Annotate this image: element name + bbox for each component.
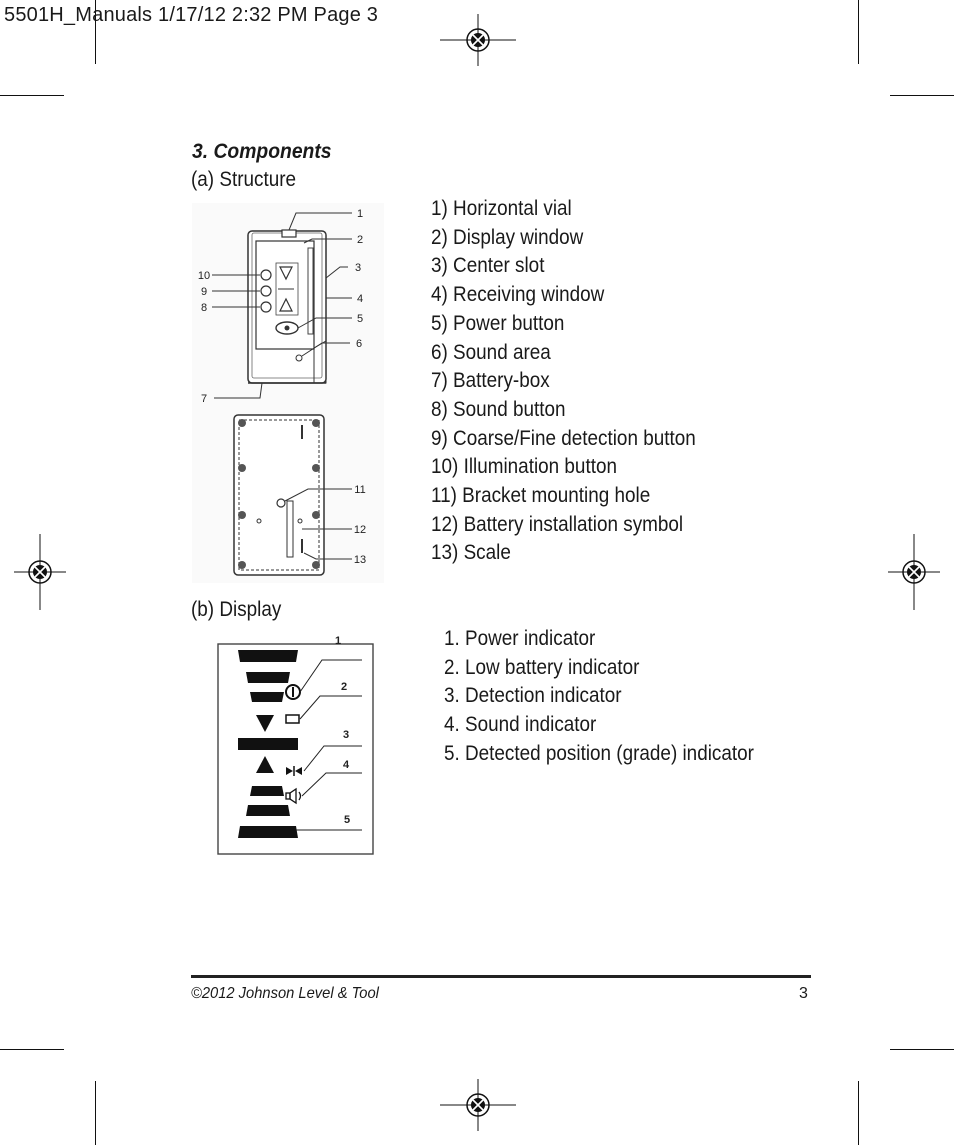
- print-slug-line: 5501H_Manuals 1/17/12 2:32 PM Page 3: [4, 4, 379, 26]
- list-item: 7) Battery-box: [431, 369, 550, 393]
- callout-4: 4: [357, 293, 363, 305]
- list-item: 2. Low battery indicator: [444, 655, 640, 679]
- display-callout-4: 4: [343, 759, 350, 771]
- callout-2: 2: [357, 234, 363, 246]
- list-item: 13) Scale: [431, 541, 511, 565]
- list-item: 2) Display window: [431, 225, 584, 249]
- list-item: 5) Power button: [431, 311, 565, 335]
- callout-13: 13: [354, 554, 366, 566]
- display-callout-2: 2: [341, 681, 347, 693]
- list-item: 4) Receiving window: [431, 283, 605, 307]
- display-callout-1: 1: [335, 635, 341, 647]
- sound-icon: [285, 787, 302, 805]
- list-item: 3) Center slot: [431, 254, 545, 278]
- display-heading: (b) Display: [191, 598, 282, 621]
- display-indicator-list: 1. Power indicator 2. Low battery indica…: [444, 625, 788, 769]
- list-item: 10) Illumination button: [431, 455, 617, 479]
- copyright-text: ©2012 Johnson Level & Tool: [191, 985, 379, 1002]
- list-item: 5. Detected position (grade) indicator: [444, 741, 754, 765]
- list-item: 1) Horizontal vial: [431, 197, 572, 220]
- callout-11: 11: [354, 484, 365, 496]
- structure-heading: (a) Structure: [191, 168, 297, 191]
- list-item: 9) Coarse/Fine detection button: [431, 426, 696, 450]
- callout-7: 7: [201, 393, 207, 405]
- callout-5: 5: [357, 313, 363, 325]
- callout-9: 9: [201, 286, 207, 298]
- list-item: 4. Sound indicator: [444, 713, 597, 737]
- footer-divider: [191, 975, 811, 978]
- registration-mark-icon: [14, 534, 66, 610]
- list-item: 12) Battery installation symbol: [431, 512, 684, 536]
- callout-12: 12: [354, 524, 366, 536]
- callout-3: 3: [355, 262, 361, 274]
- page-number: 3: [799, 985, 808, 1002]
- structure-component-list: 1) Horizontal vial 2) Display window 3) …: [431, 195, 725, 568]
- registration-mark-icon: [440, 1079, 516, 1131]
- display-callout-5: 5: [344, 814, 350, 826]
- callout-6: 6: [356, 338, 362, 350]
- list-item: 1. Power indicator: [444, 627, 596, 650]
- registration-mark-icon: [888, 534, 940, 610]
- list-item: 3. Detection indicator: [444, 684, 622, 708]
- registration-mark-icon: [440, 14, 516, 66]
- callout-8: 8: [201, 302, 207, 314]
- structure-diagram: 1 2 3 4 5 6 7 8 9 10 11 12 13: [192, 203, 384, 583]
- display-callout-3: 3: [343, 729, 349, 741]
- list-item: 6) Sound area: [431, 340, 551, 364]
- display-diagram: 1 2 3 4 5: [217, 635, 374, 855]
- battery-icon: [285, 714, 300, 724]
- list-item: 8) Sound button: [431, 397, 566, 421]
- section-title: 3. Components: [192, 140, 332, 163]
- callout-10: 10: [198, 270, 210, 282]
- detection-icon: [286, 766, 302, 776]
- callout-1: 1: [357, 208, 363, 220]
- list-item: 11) Bracket mounting hole: [431, 484, 651, 508]
